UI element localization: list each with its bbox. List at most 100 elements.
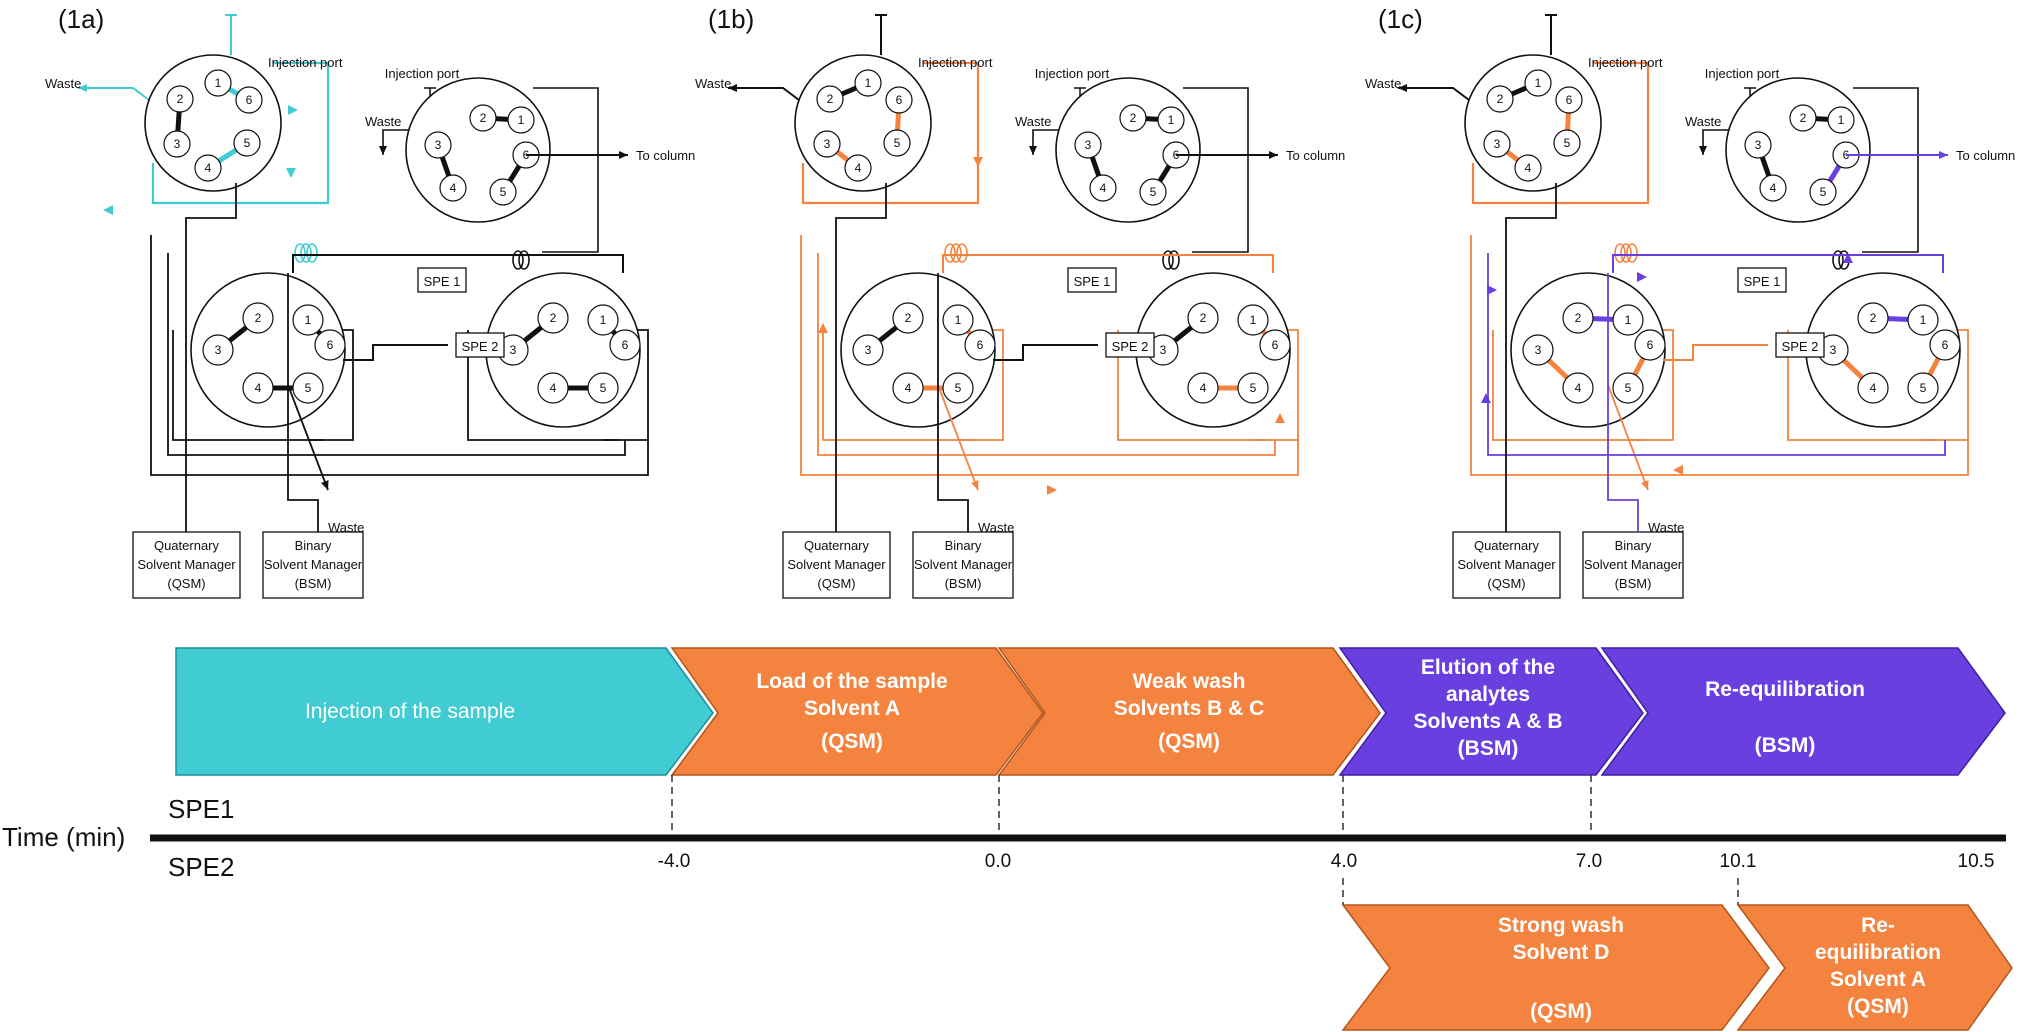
panel-a-waste1-line-arrowhead xyxy=(78,84,87,92)
panel-c-inj-port-1 xyxy=(1524,69,1552,97)
panel-c-waste3-label: Waste xyxy=(1648,520,1684,535)
panel-a-col-frame xyxy=(533,87,599,253)
panel-c-col-port-2 xyxy=(1789,104,1817,132)
panel-a-inj-port-label-5: 5 xyxy=(244,136,251,150)
panel-c-spe2v-port-label-1: 1 xyxy=(1920,313,1927,327)
panel-a-inj-loop-path xyxy=(155,61,330,205)
panel-a-spe1v-port-label-6: 6 xyxy=(327,338,334,352)
panel-b-spe1v-port-label-2: 2 xyxy=(905,311,912,325)
panel-c-spe1-frame-left xyxy=(1492,330,1643,441)
panel-c-to-column-label: To column xyxy=(1956,148,2015,163)
panel-b-spe2-box xyxy=(1105,332,1155,358)
phase-arrow-weak-wash xyxy=(997,647,1381,776)
panel-a-inj-port-label: Injection port xyxy=(268,55,343,70)
panel-c-waste3-line-arrowhead xyxy=(1641,480,1649,490)
phase-arrow-elution xyxy=(1338,647,1644,776)
panel-c-flow-arrow-2 xyxy=(1843,253,1853,263)
panel-a-spe1-frame-left xyxy=(172,330,323,441)
panel-c-spe1v-port-label-6: 6 xyxy=(1647,338,1654,352)
panel-b-bsm-line xyxy=(937,273,969,532)
panel-a-bsm-text-0: Binary xyxy=(295,538,332,553)
panel-c-spe2v-port-5 xyxy=(1907,372,1939,404)
tick-label-10-1: 10.1 xyxy=(1720,851,1757,872)
panel-a-waste3-label: Waste xyxy=(328,520,364,535)
panel-b-spe2-line xyxy=(993,344,1098,361)
panel-b-inj-port-label-2: 2 xyxy=(827,92,834,106)
panel-b-spe2v-port-5 xyxy=(1237,372,1269,404)
panel-c-qsm-text-2: (QSM) xyxy=(1487,576,1525,591)
phase-load-line1: Load of the sample xyxy=(756,670,947,693)
phase-weak-line3: (QSM) xyxy=(1158,730,1220,753)
panel-c-qsm-text-1: Solvent Manager xyxy=(1457,557,1556,572)
panel-a-waste2-label: Waste xyxy=(365,114,401,129)
panel-b-flow-arrow-3 xyxy=(1275,413,1285,423)
panel-b-spe2v-port-label-1: 1 xyxy=(1250,313,1257,327)
panel-c-spe1v-port-label-2: 2 xyxy=(1575,311,1582,325)
panel-a-coil1-loop-1 xyxy=(300,243,312,263)
panel-c-spe2v-port-1 xyxy=(1907,304,1939,336)
panel-a-waste2-line-arrowhead xyxy=(379,146,387,155)
panel-b-qsm-text-2: (QSM) xyxy=(817,576,855,591)
panel-a-bsm-box xyxy=(262,531,364,599)
panel-b-bsm-text-0: Binary xyxy=(945,538,982,553)
panel-b-col-port-label-4: 4 xyxy=(1100,181,1107,195)
panel-a-spe1v-port-label-2: 2 xyxy=(255,311,262,325)
timeline: Injection of the sample Load of the samp… xyxy=(2,647,2013,1031)
panel-a-inj-left-path xyxy=(151,163,155,205)
panel-b-flow-arrow-1 xyxy=(818,323,828,333)
panel-c-inj-port-label-2: 2 xyxy=(1497,92,1504,106)
panel-c-spe1v-port-5 xyxy=(1612,372,1644,404)
panel-a-spe1v-port-3 xyxy=(202,334,234,366)
panel-b-col-port-label-2: 2 xyxy=(1130,111,1137,125)
panel-c-spe2v-port-label-4: 4 xyxy=(1870,381,1877,395)
panel-b-bsm-text-1: Solvent Manager xyxy=(914,557,1013,572)
panel-a-bsm-line xyxy=(287,273,319,532)
panel-c-waste2-label: Waste xyxy=(1685,114,1721,129)
panel-c-waste2-line-arrowhead xyxy=(1699,146,1707,155)
panel-a-to-column-line-arrowhead xyxy=(619,151,628,159)
panel-c-inj-port-label-4: 4 xyxy=(1525,161,1532,175)
tick-label-minus4: -4.0 xyxy=(658,851,691,872)
panel-b-col-port-2 xyxy=(1119,104,1147,132)
panel-c-col-port-5 xyxy=(1809,178,1837,206)
panel-b-to-column-line-arrowhead xyxy=(1269,151,1278,159)
phase-weak-line1: Weak wash xyxy=(1133,670,1246,693)
panel-b-spe2v-port-label-5: 5 xyxy=(1250,381,1257,395)
panel-a-waste1-line xyxy=(78,87,154,104)
tick-label-0: 0.0 xyxy=(985,851,1011,872)
phase-injection-line1: Injection of the sample xyxy=(305,700,515,723)
panel-c-col-inj-label: Injection port xyxy=(1705,66,1780,81)
panel-b-waste1-line xyxy=(728,87,804,104)
panel-a-spe2v-port-label-1: 1 xyxy=(600,313,607,327)
phase-arrow-reequilibration-spe2 xyxy=(1736,904,2013,1031)
panel-c-spe1v-port-4 xyxy=(1562,372,1594,404)
phase-strong-line2: Solvent D xyxy=(1513,941,1610,964)
panel-c-col-port-3 xyxy=(1744,131,1772,159)
panel-b-coil1-loop-2 xyxy=(956,243,968,263)
panel-a-waste1-label: Waste xyxy=(45,76,81,91)
panel-a-spe1v-port-2 xyxy=(242,302,274,334)
panel-b-col-port-1 xyxy=(1157,106,1185,134)
panel-c-bus2 xyxy=(1487,253,1946,456)
panel-b-waste1-line-arrowhead xyxy=(728,84,737,92)
panel-b-spe1-text-0: SPE 1 xyxy=(1074,274,1111,289)
panel-a-inj-port-3 xyxy=(163,130,191,158)
panel-a-inj-port-label-2: 2 xyxy=(177,92,184,106)
panel-b-bus2 xyxy=(817,253,1276,456)
panel-a-spe2-line xyxy=(343,344,448,361)
panel-c-spe1-line xyxy=(1612,254,1944,273)
panel-b-spe1v-port-2 xyxy=(892,302,924,334)
panel-b-col-port-4 xyxy=(1089,174,1117,202)
phase-load-line2: Solvent A xyxy=(804,697,900,720)
panel-b-spe2-frame-left xyxy=(1117,330,1268,441)
panel-b-coil2-loop-0 xyxy=(1162,250,1174,270)
phase-arrow-load xyxy=(670,647,1044,776)
panel-a-qsm-text-2: (QSM) xyxy=(167,576,205,591)
panel-a-inj-port-6 xyxy=(235,86,263,114)
panel-a-inj-port-4 xyxy=(194,154,222,182)
panel-b-spe2v-port-label-3: 3 xyxy=(1160,343,1167,357)
panel-c-flow-arrow-3 xyxy=(1481,393,1491,403)
panel-a-col-port-2 xyxy=(469,104,497,132)
panel-c-inj-port-label-5: 5 xyxy=(1564,136,1571,150)
